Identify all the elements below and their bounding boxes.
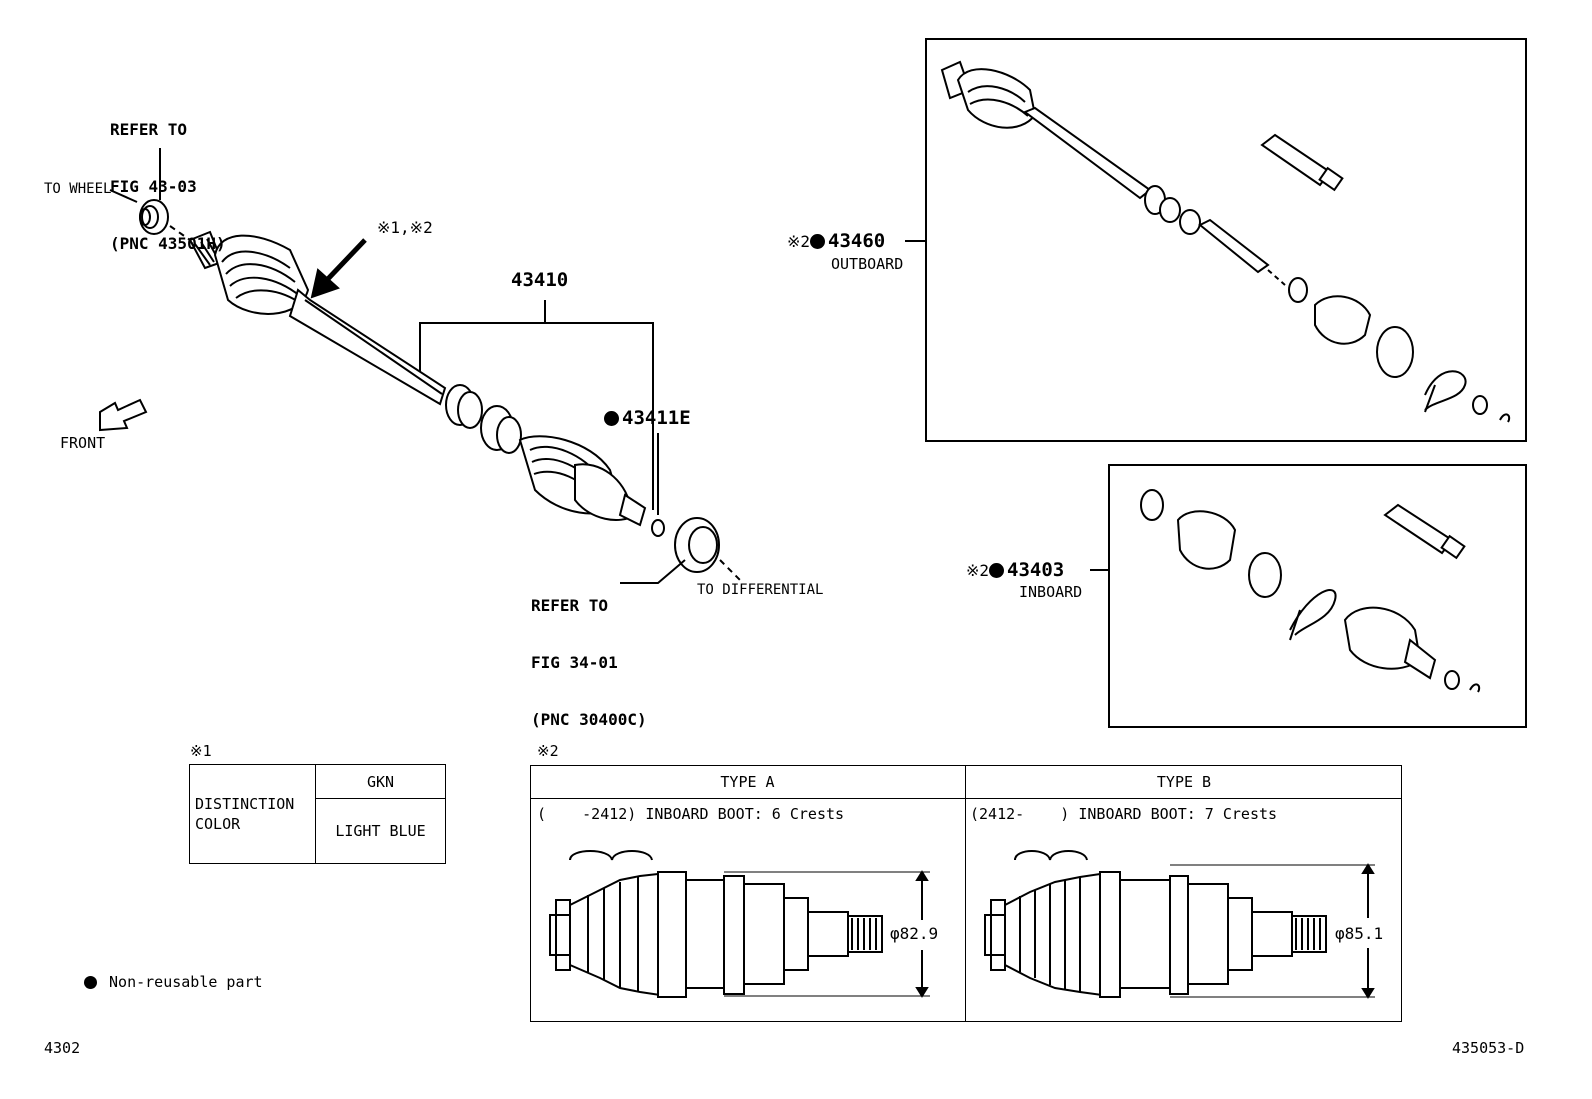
to-wheel-leader: [109, 189, 138, 203]
table2-note-mark: ※2: [537, 742, 559, 760]
refer-top-line-1: REFER TO: [110, 120, 188, 139]
table1-note-mark: ※1: [190, 742, 212, 760]
hub-nut-part: [139, 199, 169, 235]
refer-bottom-line-1: REFER TO: [531, 596, 609, 615]
non-reusable-dot-icon: [604, 411, 619, 426]
inboard-kit-part-no: 43403: [1007, 559, 1065, 581]
inboard-kit-mark: ※2: [966, 561, 990, 580]
refer-bottom-note: REFER TO FIG 34-01 (PNC 30400C): [531, 558, 647, 748]
refer-top-line-3: (PNC 43501H): [110, 234, 226, 253]
legend: Non-reusable part: [84, 975, 263, 990]
non-reusable-dot-icon: [84, 976, 97, 989]
outboard-kit-number: ※2 43460: [787, 232, 885, 251]
mark-arrow: [310, 238, 367, 299]
refer-top-line-2: FIG 43-03: [110, 177, 197, 196]
boot-type-table-header-divider: [530, 798, 1402, 799]
distinction-color-table: DISTINCTION COLOR GKN LIGHT BLUE: [189, 764, 446, 864]
non-reusable-dot-icon: [989, 563, 1005, 578]
assembly-bracket: [419, 322, 654, 510]
oil-seal-part: [674, 517, 720, 573]
inboard-kit-artwork: [1140, 489, 1481, 693]
part-43411e-label: 43411E: [604, 409, 691, 428]
type-b-description: (2412- ) INBOARD BOOT: 7 Crests: [970, 805, 1278, 823]
type-a-title: TYPE A: [720, 773, 775, 791]
type-a-artwork: [549, 850, 930, 998]
type-b-diameter: φ85.1: [1335, 924, 1384, 943]
mark-label: ※1,※2: [377, 218, 433, 237]
outboard-kit-box: [925, 38, 1527, 442]
boot-type-table-column-divider: [965, 765, 966, 1022]
outboard-kit-label: OUTBOARD: [831, 255, 904, 273]
front-label: FRONT: [60, 434, 106, 452]
footer-left-code: 4302: [44, 1039, 81, 1057]
inboard-kit-box: [1108, 464, 1527, 728]
refer-bottom-line-3: (PNC 30400C): [531, 710, 647, 729]
footer-right-code: 435053-D: [1452, 1039, 1525, 1057]
type-a-diameter: φ82.9: [890, 924, 939, 943]
outboard-kit-artwork: [940, 60, 1511, 423]
outboard-kit-part-no: 43460: [828, 230, 886, 252]
assembly-number: 43410: [511, 269, 569, 291]
type-a-description: ( -2412) INBOARD BOOT: 6 Crests: [537, 805, 845, 823]
gkn-column-header: GKN: [315, 764, 446, 799]
inboard-kit-label: INBOARD: [1019, 583, 1083, 601]
distinction-color-header: DISTINCTION COLOR: [189, 764, 316, 864]
legend-text: Non-reusable part: [109, 973, 263, 991]
non-reusable-dot-icon: [810, 234, 826, 249]
boot-type-table: [530, 765, 1402, 1022]
refer-top-note: REFER TO FIG 43-03 (PNC 43501H): [110, 82, 226, 272]
front-arrow-shape: [99, 398, 148, 432]
refer-bottom-line-2: FIG 34-01: [531, 653, 618, 672]
drive-shaft-assembly: [188, 230, 665, 537]
part-43411e-number: 43411E: [622, 407, 691, 429]
to-differential-label: TO DIFFERENTIAL: [697, 582, 824, 598]
gkn-color-value: LIGHT BLUE: [315, 798, 446, 864]
to-wheel-label: TO WHEEL: [44, 181, 112, 197]
inboard-kit-number: ※2 43403: [966, 561, 1064, 580]
type-b-artwork: [984, 850, 1375, 999]
type-b-title: TYPE B: [1156, 773, 1212, 791]
outboard-kit-mark: ※2: [787, 232, 811, 251]
